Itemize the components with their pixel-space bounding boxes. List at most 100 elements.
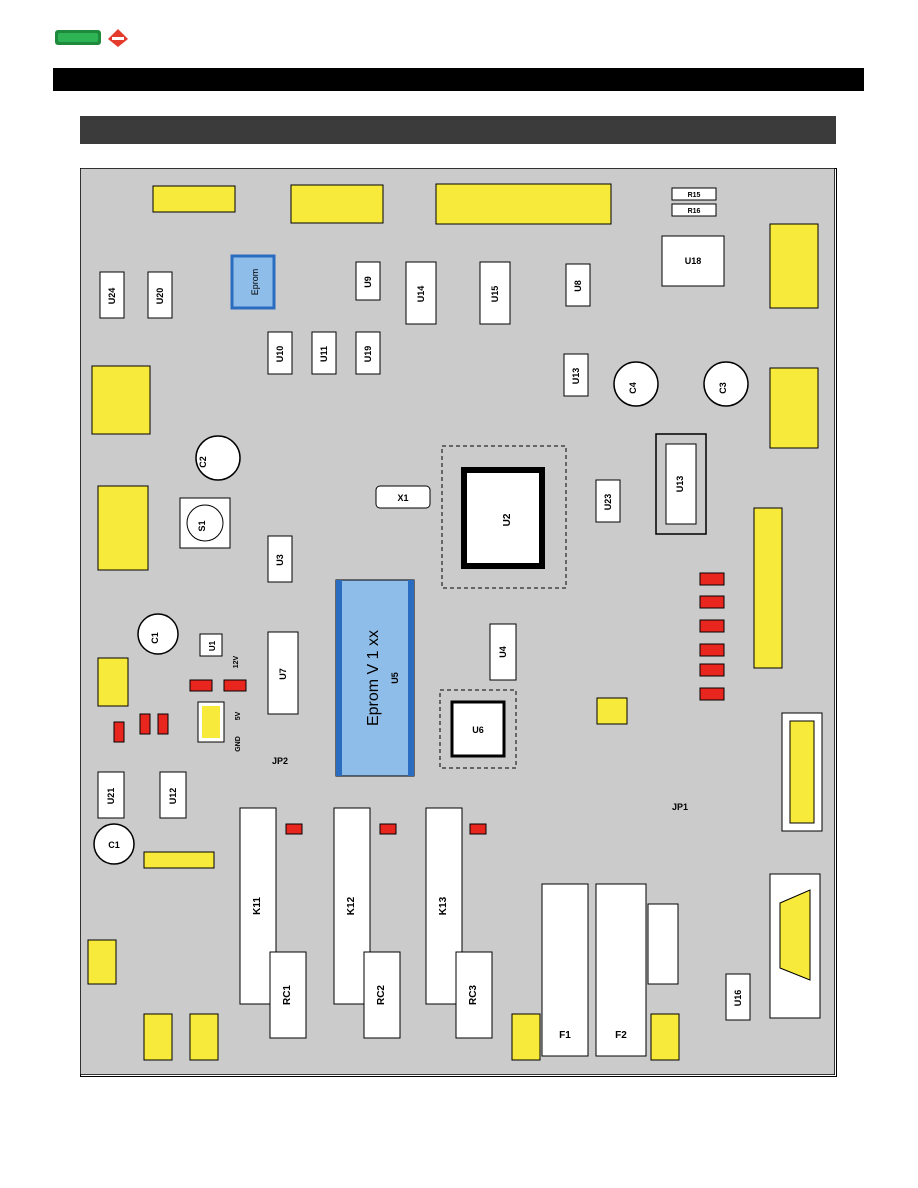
connector bbox=[511, 1013, 541, 1061]
ic-label: U24 bbox=[107, 288, 117, 305]
ic-u24 bbox=[99, 271, 125, 319]
rc-label: RC3 bbox=[468, 985, 479, 1005]
resistor-label: R15 bbox=[688, 192, 701, 199]
connector bbox=[97, 485, 149, 571]
ic-label: U1 bbox=[208, 640, 217, 651]
ic-u6 bbox=[450, 700, 506, 758]
ic-u7 bbox=[267, 631, 299, 715]
ic-u23 bbox=[665, 443, 697, 525]
rc-label: RC1 bbox=[282, 985, 293, 1005]
heatsink bbox=[655, 433, 707, 535]
ic-label: U18 bbox=[685, 256, 702, 266]
ic-label: U4 bbox=[498, 646, 508, 658]
ic-label: U14 bbox=[416, 286, 426, 303]
led bbox=[139, 713, 151, 735]
ic-label: U11 bbox=[319, 346, 329, 362]
led bbox=[699, 687, 725, 701]
small-eprom bbox=[230, 254, 276, 310]
jumper-label: JP1 bbox=[672, 802, 688, 812]
switch-s1-knob bbox=[186, 504, 224, 542]
connector bbox=[596, 697, 628, 725]
ic-label: U19 bbox=[363, 346, 373, 363]
section-title-bar bbox=[80, 116, 836, 144]
main-eprom bbox=[335, 579, 415, 777]
connector bbox=[143, 851, 215, 869]
jumper-header-pins bbox=[202, 706, 220, 738]
led-group bbox=[113, 572, 725, 835]
power-label: 12V bbox=[233, 655, 240, 668]
led bbox=[285, 823, 303, 835]
rc3 bbox=[455, 951, 493, 1039]
ic-u21 bbox=[97, 771, 125, 819]
ic-label: U12 bbox=[168, 788, 178, 805]
ic-u18 bbox=[311, 331, 337, 375]
connector bbox=[87, 939, 117, 985]
diode-d41 bbox=[647, 903, 679, 985]
ic-u15 bbox=[479, 261, 511, 325]
led bbox=[699, 643, 725, 657]
ic-label: U16 bbox=[733, 990, 743, 1007]
capacitor-label: C3 bbox=[718, 382, 728, 394]
led bbox=[699, 619, 725, 633]
jumper-label: JP2 bbox=[272, 756, 288, 766]
u6-footprint bbox=[439, 689, 517, 769]
relay-k13 bbox=[425, 807, 463, 1005]
ic-u3 bbox=[267, 535, 293, 583]
ic-u16 bbox=[725, 973, 751, 1021]
ic-label: U13 bbox=[675, 476, 685, 493]
ic-label: U13 bbox=[571, 368, 581, 385]
ic-label: U6 bbox=[472, 725, 484, 735]
led bbox=[699, 572, 725, 586]
led bbox=[699, 595, 725, 609]
connector bbox=[650, 1013, 680, 1061]
capacitor-label: C4 bbox=[628, 382, 638, 394]
ic-u13 bbox=[595, 479, 621, 523]
capacitor-c1-lower bbox=[93, 823, 135, 865]
fuse-label: F1 bbox=[559, 1030, 571, 1041]
cpu-u2 bbox=[461, 467, 545, 569]
ic-label: U3 bbox=[275, 554, 285, 566]
led bbox=[113, 721, 125, 743]
resistor-r15 bbox=[671, 187, 717, 201]
capacitor-c1 bbox=[137, 613, 179, 655]
capacitor-label: C1 bbox=[108, 840, 120, 850]
ic-label: U7 bbox=[278, 668, 288, 680]
brand-logo-red-icon bbox=[107, 28, 129, 48]
ic-label: U23 bbox=[603, 494, 613, 511]
capacitor-label: C1 bbox=[150, 632, 160, 644]
dip-ics: U24 U20 U9 U14 U15 U8 U10 U11 U19 U13 U2… bbox=[97, 261, 751, 1021]
led bbox=[223, 679, 247, 692]
ic-label: U15 bbox=[490, 286, 500, 303]
crystal-label: X1 bbox=[397, 493, 408, 503]
ic-label: U21 bbox=[106, 788, 116, 805]
connector bbox=[769, 367, 819, 449]
ic-u14 bbox=[405, 261, 437, 325]
ic-u19 bbox=[563, 353, 589, 397]
connector bbox=[143, 1013, 173, 1061]
ic-label: U20 bbox=[155, 288, 165, 305]
led bbox=[157, 713, 169, 735]
ic-u20 bbox=[147, 271, 173, 319]
connector bbox=[152, 185, 236, 213]
ic-u22 bbox=[661, 235, 725, 287]
capacitor-label: C2 bbox=[198, 456, 208, 468]
relay-label: K13 bbox=[438, 896, 449, 915]
main-eprom-pins-right bbox=[408, 580, 414, 776]
switch-label: S1 bbox=[197, 520, 207, 531]
ic-label: U9 bbox=[363, 276, 373, 288]
power-label: 5V bbox=[235, 711, 242, 720]
capacitor-c2 bbox=[195, 435, 241, 481]
connector bbox=[290, 184, 384, 224]
pcb-layout-diagram: Eprom Eprom V 1 xx U5 U2 U6 U18 U24 U20 … bbox=[80, 168, 835, 1075]
connector bbox=[789, 720, 815, 824]
ic-label: U8 bbox=[573, 280, 583, 292]
connector bbox=[97, 657, 129, 707]
crystal-x1 bbox=[375, 485, 431, 509]
rc-label: RC2 bbox=[376, 985, 387, 1005]
small-eprom-label: Eprom bbox=[250, 269, 260, 296]
rc2 bbox=[363, 951, 401, 1039]
power-label: GND bbox=[235, 736, 242, 752]
fuse-label: F2 bbox=[615, 1030, 627, 1041]
led bbox=[699, 663, 725, 677]
ic-label: U2 bbox=[502, 513, 513, 526]
